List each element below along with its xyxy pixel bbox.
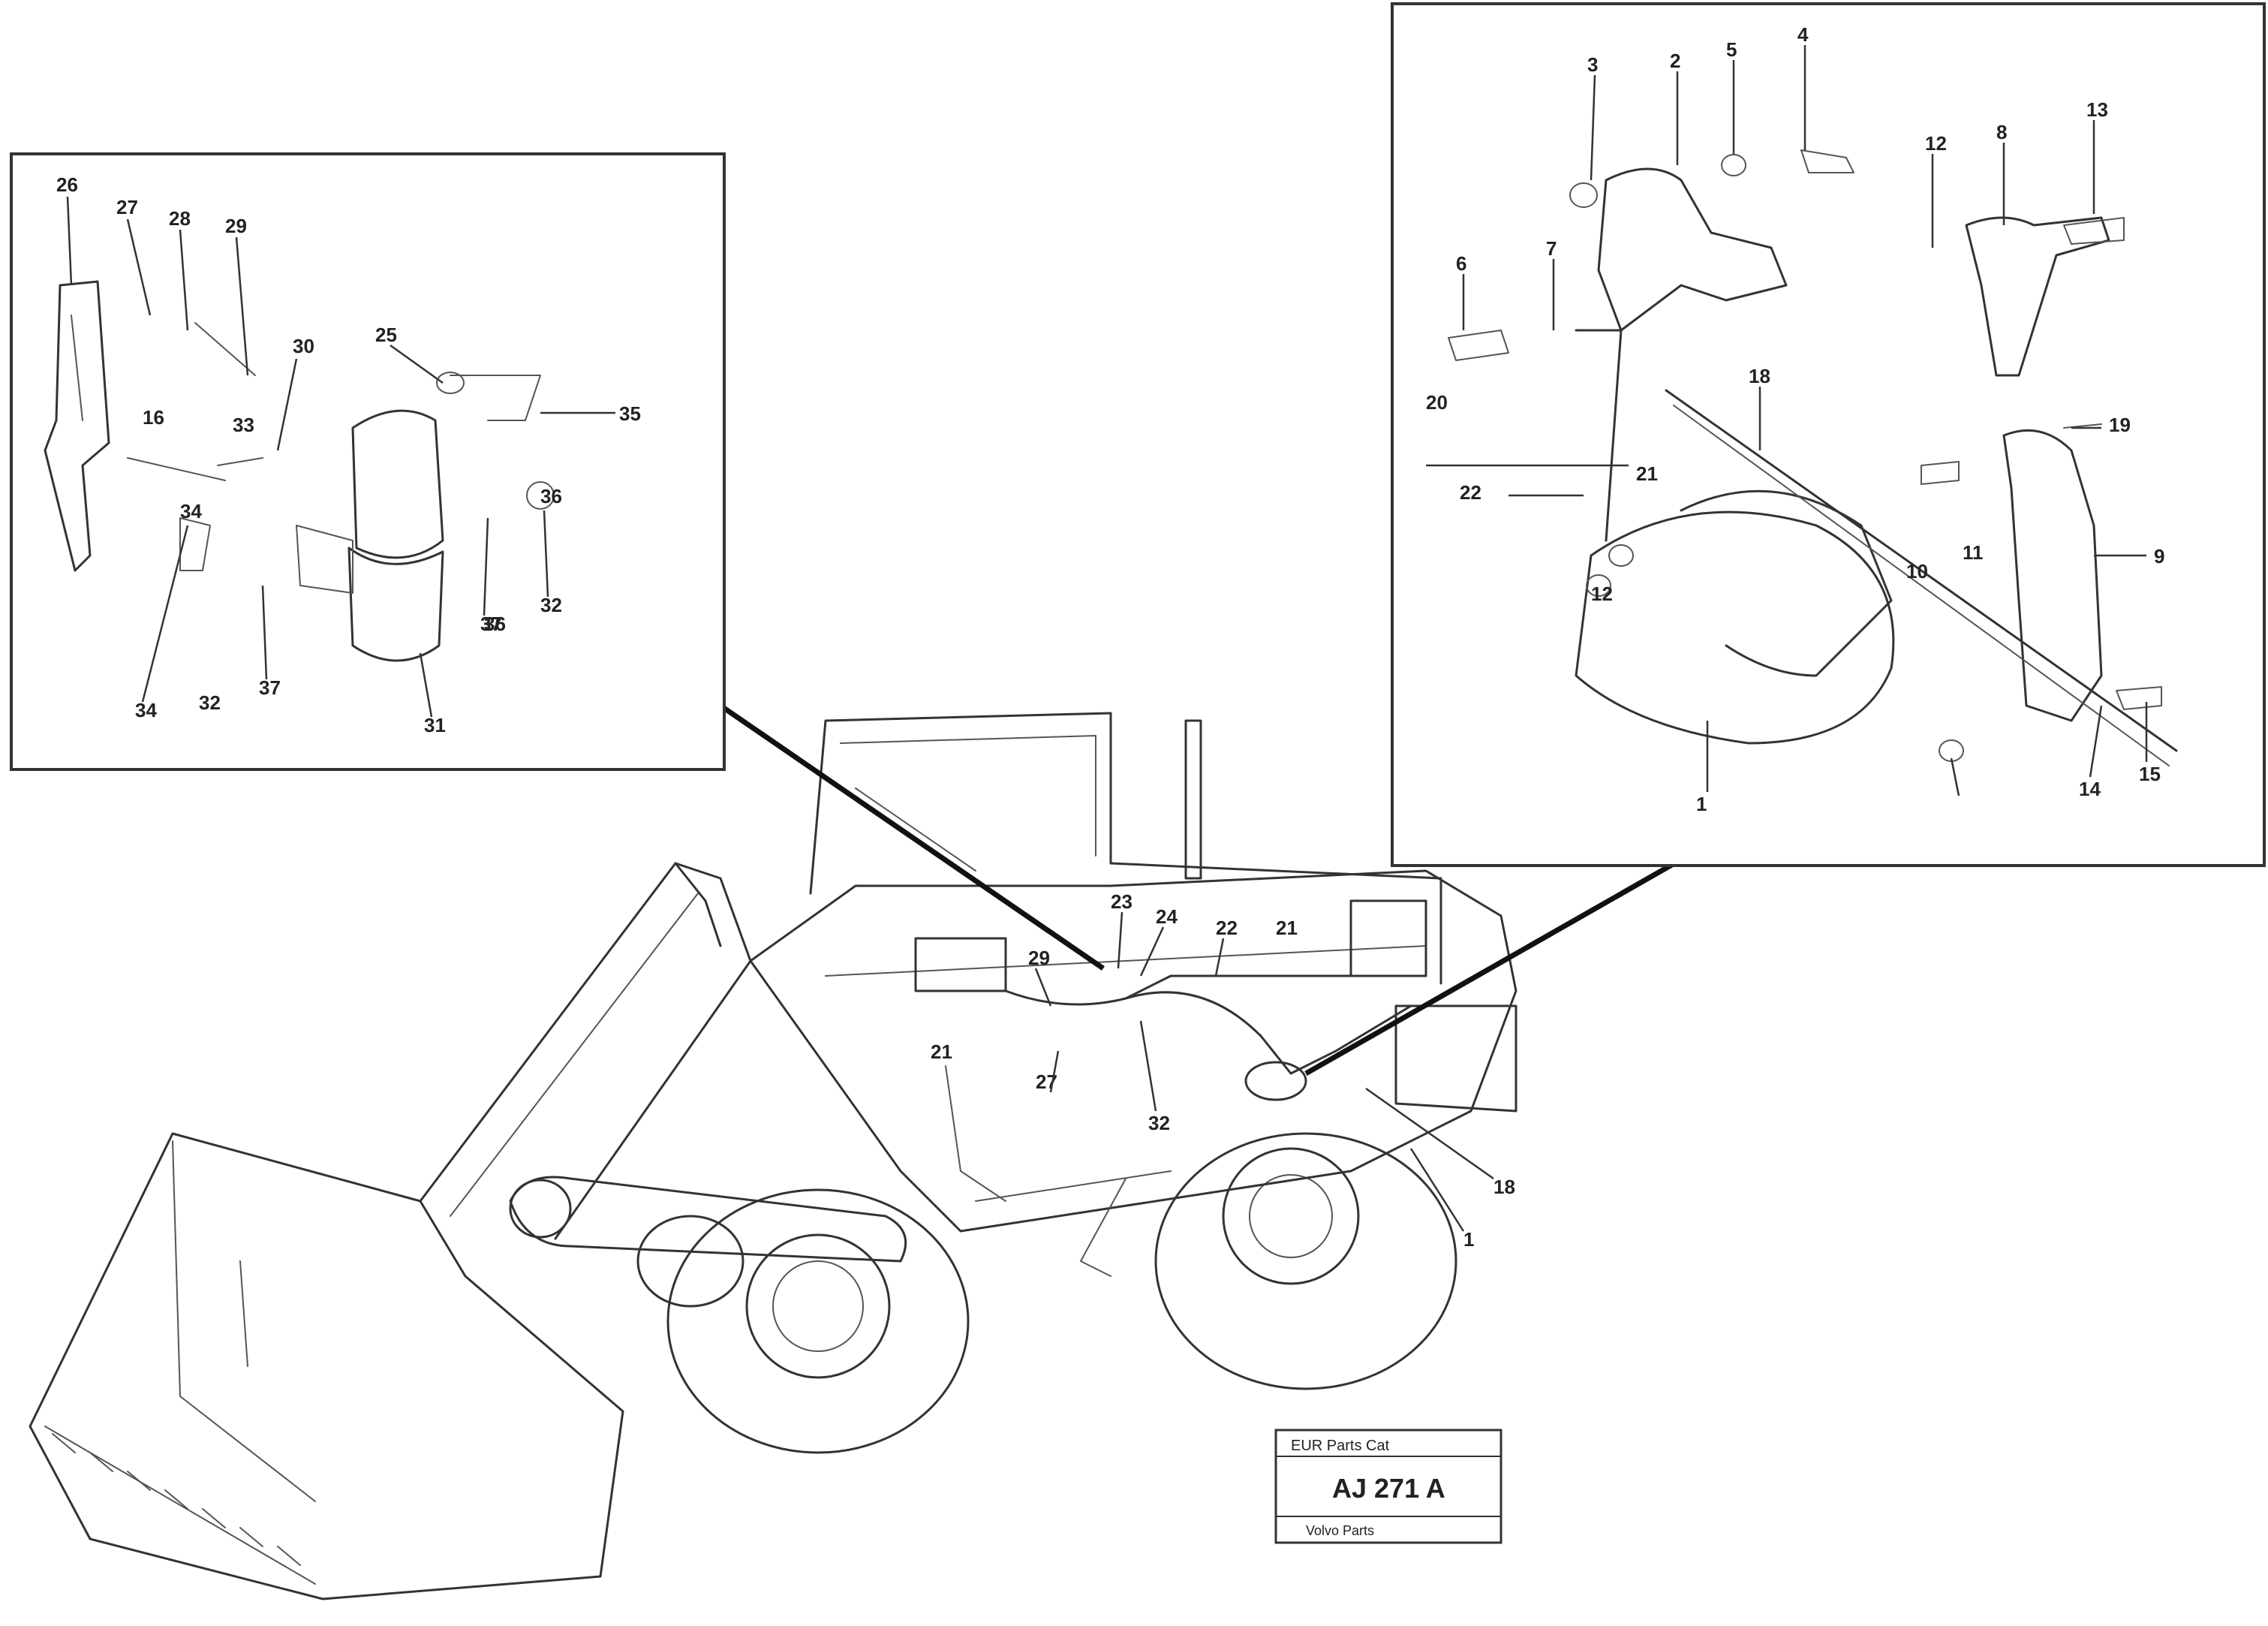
right-label-4: 4: [1797, 23, 1809, 46]
right-label-12b: 12: [1591, 583, 1613, 605]
left-label-16: 16: [143, 406, 164, 429]
right-label-15: 15: [2139, 763, 2161, 785]
left-label-26: 26: [56, 173, 78, 196]
catalogue-stamp: EUR Parts Cat AJ 271 A Volvo Parts: [1274, 1429, 1502, 1544]
right-label-2: 2: [1670, 50, 1680, 72]
right-label-8: 8: [1996, 121, 2007, 143]
left-label-28: 28: [169, 207, 191, 230]
left-label-36: 36: [484, 613, 506, 635]
wheel-loader-drawing: [29, 712, 1518, 1600]
main-label-21b: 21: [931, 1040, 952, 1063]
right-label-22: 22: [1460, 481, 1481, 504]
right-label-20: 20: [1426, 391, 1448, 414]
main-label-18: 18: [1493, 1176, 1515, 1198]
main-callouts: 23 24 22 21 29 21 27 32 18 1: [931, 890, 1515, 1251]
left-inset-connector: [719, 703, 1105, 971]
left-label-25: 25: [375, 324, 397, 346]
left-label-32: 32: [199, 691, 221, 714]
left-label-34: 34: [135, 699, 157, 721]
right-label-9: 9: [2154, 545, 2164, 568]
stamp-bottom-line: Volvo Parts: [1306, 1523, 1374, 1538]
left-label-32b: 32: [540, 594, 562, 616]
left-label-37b: 37: [480, 613, 502, 635]
main-label-29: 29: [1028, 947, 1050, 969]
left-label-36b: 36: [540, 485, 562, 507]
main-label-1: 1: [1463, 1228, 1474, 1251]
left-label-30: 30: [293, 335, 314, 357]
main-label-23: 23: [1111, 890, 1132, 913]
left-label-31: 31: [424, 714, 446, 736]
right-label-18: 18: [1749, 365, 1770, 387]
left-label-29: 29: [225, 215, 247, 237]
right-label-6: 6: [1456, 252, 1466, 275]
right-label-7: 7: [1546, 237, 1557, 260]
right-label-11: 11: [1963, 541, 1984, 564]
right-detail-inset: 3 2 5 4 13 8 12 6 7 18 20 22 21 19 10 11…: [1391, 2, 2266, 867]
right-label-10: 10: [1906, 560, 1928, 583]
left-label-35: 35: [619, 402, 641, 425]
left-label-37: 37: [259, 676, 281, 699]
right-label-19: 19: [2109, 414, 2131, 436]
stamp-top-line: EUR Parts Cat: [1291, 1438, 1390, 1454]
left-detail-inset: 26 27 28 29 30 25 35 16 33 34 32 31 37 3…: [10, 152, 726, 771]
right-label-21: 21: [1636, 462, 1658, 485]
right-label-5: 5: [1726, 38, 1737, 61]
right-label-1: 1: [1696, 793, 1707, 815]
right-label-12: 12: [1925, 132, 1947, 155]
main-label-24: 24: [1156, 905, 1178, 928]
left-label-34b: 34: [180, 500, 202, 522]
right-label-13: 13: [2086, 98, 2108, 121]
left-label-27: 27: [116, 196, 138, 218]
main-label-22: 22: [1216, 917, 1238, 939]
main-label-21: 21: [1276, 917, 1298, 939]
right-label-14: 14: [2079, 778, 2101, 800]
main-label-32: 32: [1148, 1112, 1170, 1134]
stamp-code: AJ 271 A: [1332, 1473, 1445, 1504]
right-inset-connector: [1304, 857, 1683, 1076]
left-label-33: 33: [233, 414, 254, 436]
right-label-3: 3: [1587, 53, 1598, 76]
